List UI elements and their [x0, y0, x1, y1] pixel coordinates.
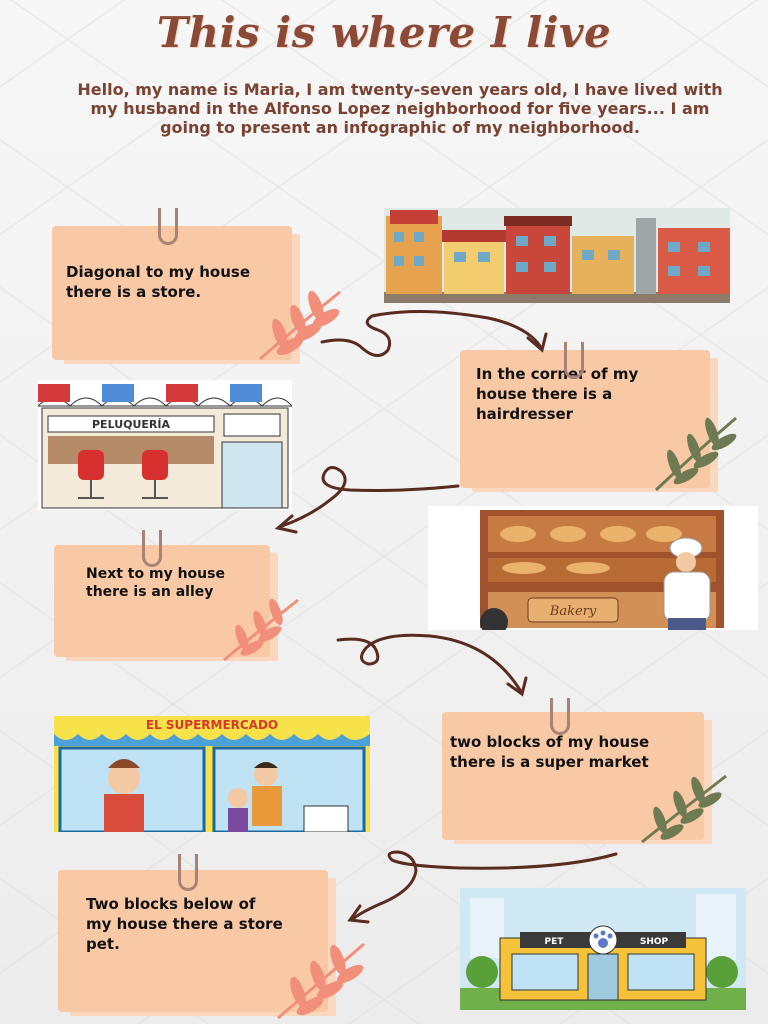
bakery-image: Bakery: [428, 506, 758, 630]
paper-clip-icon: [564, 342, 584, 379]
pet-shop-image: PET SHOP: [460, 888, 746, 1010]
pink-leaf-icon: [223, 598, 299, 662]
card-alley: Next to my house there is an alley: [54, 545, 270, 657]
card-store-text: Diagonal to my house there is a store.: [66, 263, 251, 301]
neighborhood-image: [384, 208, 730, 303]
pet-shop-sign-left: PET: [545, 937, 565, 947]
card-pet-store-text: Two blocks below of my house there a sto…: [86, 895, 283, 953]
hairdresser-sign: PELUQUERÍA: [92, 418, 170, 431]
pink-leaf-icon: [277, 942, 365, 1020]
hairdresser-image: PELUQUERÍA: [38, 380, 292, 510]
arrow-3: [336, 633, 522, 692]
page-title: This is where I live: [156, 8, 612, 57]
arrow-3-head: [506, 676, 528, 697]
arrow-1: [320, 309, 542, 357]
paper-clip-icon: [550, 698, 570, 735]
arrow-4: [352, 850, 618, 920]
pet-shop-sign-right: SHOP: [640, 937, 669, 947]
arrow-1-head: [526, 332, 548, 353]
card-hairdresser-text: In the corner of my house there is a hai…: [476, 365, 639, 423]
green-leaf-icon: [641, 774, 727, 844]
paper-clip-icon: [142, 530, 162, 567]
card-pet-store: Two blocks below of my house there a sto…: [58, 870, 328, 1012]
pink-leaf-icon: [259, 290, 341, 361]
card-hairdresser: In the corner of my house there is a hai…: [460, 350, 710, 488]
supermarket-sign: EL SUPERMERCADO: [146, 718, 278, 732]
bakery-sign: Bakery: [549, 604, 597, 619]
supermarket-image: EL SUPERMERCADO: [54, 716, 370, 832]
card-store: Diagonal to my house there is a store.: [52, 226, 292, 360]
arrow-2-head: [274, 514, 298, 534]
arrow-2: [280, 466, 460, 528]
intro-paragraph: Hello, my name is Maria, I am twenty-sev…: [77, 80, 723, 137]
card-alley-text: Next to my house there is an alley: [86, 566, 225, 600]
paper-clip-icon: [158, 208, 178, 245]
green-leaf-icon: [654, 416, 737, 492]
card-supermarket-text: two blocks of my house there is a super …: [450, 733, 650, 771]
arrow-4-head: [347, 904, 370, 924]
paper-clip-icon: [178, 854, 198, 891]
